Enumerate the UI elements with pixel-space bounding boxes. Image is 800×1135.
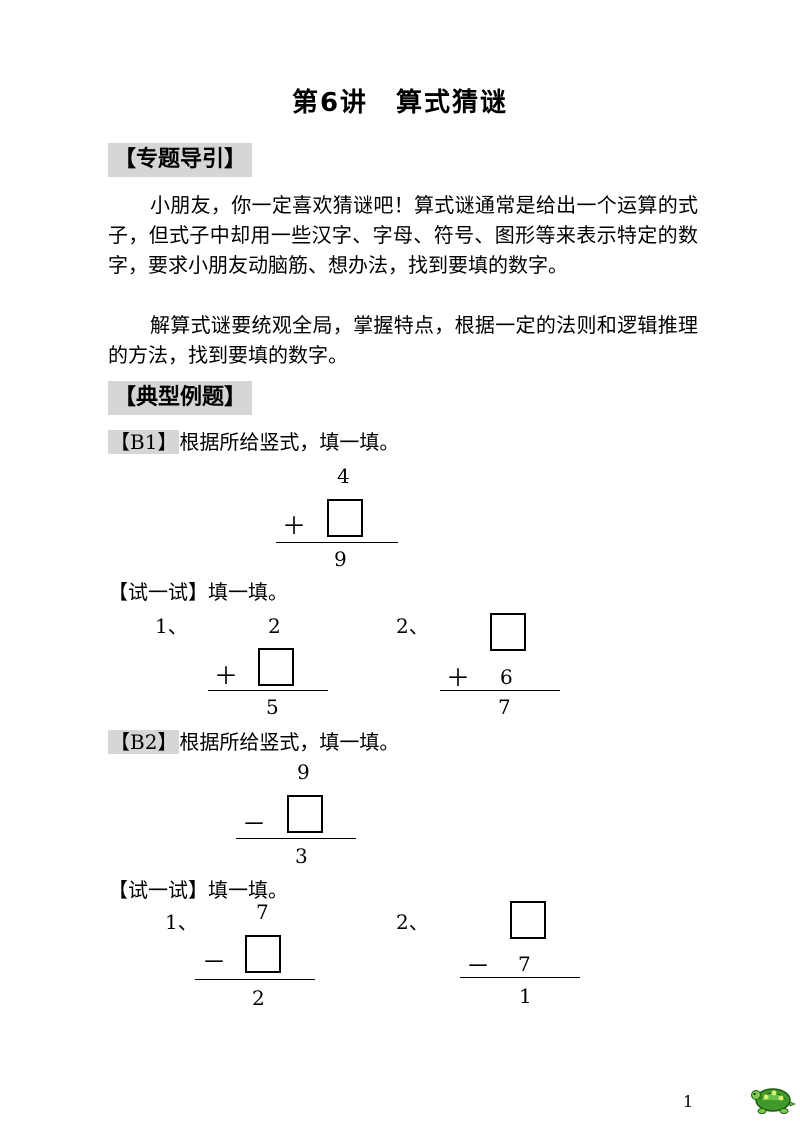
try2-label: 【试一试】填一填。 (108, 878, 288, 902)
try1-q1-top-number: 2 (268, 614, 281, 638)
try1-label: 【试一试】填一填。 (108, 580, 288, 604)
try2-q1-minus-sign: － (202, 948, 226, 976)
try1-q1-plus-sign: ＋ (214, 662, 238, 690)
try2-q1-difference-line (195, 979, 315, 980)
b1-plus-sign: ＋ (282, 512, 306, 540)
intro-paragraph-2: 解算式谜要统观全局，掌握特点，根据一定的法则和逻辑推理的方法，找到要填的数字。 (108, 313, 698, 367)
try2-q1-answer-box[interactable] (245, 935, 281, 973)
try2-q1-top-number: 7 (256, 900, 269, 924)
try1-q1-answer-box[interactable] (258, 648, 294, 686)
b2-minus-sign: － (242, 810, 266, 838)
b1-sum-line (276, 542, 398, 543)
try2-q2-answer-box[interactable] (510, 901, 546, 939)
b2-top-number: 9 (297, 760, 310, 784)
try2-q2-second-number: 7 (518, 952, 531, 976)
example-b1-text: 根据所给竖式，填一填。 (179, 430, 400, 454)
try1-q2-plus-sign: ＋ (446, 664, 470, 692)
try2-q2-difference-line (460, 977, 580, 978)
example-b1-tag: 【B1】 (108, 430, 180, 454)
try2-q2-index: 2、 (396, 910, 429, 934)
b2-result-number: 3 (295, 844, 308, 868)
turtle-logo-icon (750, 1080, 797, 1116)
b2-answer-box[interactable] (287, 795, 323, 833)
try1-q2-result-number: 7 (498, 695, 511, 719)
page-number: 1 (683, 1092, 694, 1111)
try1-q2-index: 2、 (396, 614, 429, 638)
try1-q2-answer-box[interactable] (490, 613, 526, 651)
b1-result-number: 9 (334, 547, 347, 571)
example-b1-label: 【B1】根据所给竖式，填一填。 (108, 428, 399, 456)
try1-q2-sum-line (440, 690, 560, 691)
try1-q1-index: 1、 (155, 614, 188, 638)
try2-q1-result-number: 2 (252, 986, 265, 1010)
page-title: 第6讲 算式猜谜 (291, 88, 509, 118)
b1-answer-box[interactable] (327, 499, 363, 537)
b2-difference-line (236, 838, 356, 839)
try1-q2-second-number: 6 (500, 665, 513, 689)
try1-q1-result-number: 5 (266, 695, 279, 719)
try2-q2-result-number: 1 (519, 984, 532, 1008)
try1-q1-sum-line (208, 690, 328, 691)
example-b2-tag: 【B2】 (108, 730, 180, 754)
section-heading-intro: 【专题导引】 (108, 143, 253, 177)
b1-top-number: 4 (337, 464, 350, 488)
section-heading-examples: 【典型例题】 (108, 381, 253, 415)
example-b2-text: 根据所给竖式，填一填。 (179, 730, 400, 754)
intro-paragraph-1: 小朋友，你一定喜欢猜谜吧！算式谜通常是给出一个运算的式子，但式子中却用一些汉字、… (108, 193, 698, 277)
example-b2-label: 【B2】根据所给竖式，填一填。 (108, 728, 399, 756)
try2-q1-index: 1、 (165, 910, 198, 934)
try2-q2-minus-sign: － (466, 952, 490, 980)
